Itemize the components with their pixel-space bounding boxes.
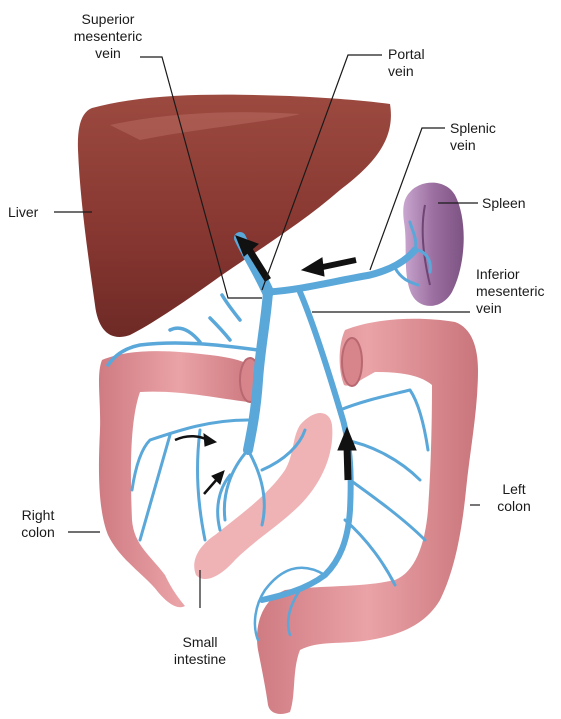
splenic-flow-arrowhead [302, 258, 324, 276]
label-portal-vein: Portal vein [388, 46, 448, 80]
splenic-vein [268, 250, 415, 292]
inferior-flow-arrowhead [338, 428, 356, 450]
label-spleen: Spleen [482, 195, 552, 212]
left-colon-shape [257, 319, 478, 714]
descending-colon-end [342, 338, 362, 386]
label-liver: Liver [8, 204, 58, 221]
spleen-shape [403, 183, 463, 306]
right-colon-shape [99, 351, 259, 607]
splenic-flow-arrow [318, 260, 356, 268]
label-superior-mesenteric-vein: Superior mesenteric vein [58, 11, 158, 62]
label-inferior-mesenteric-vein: Inferior mesenteric vein [476, 266, 556, 317]
label-right-colon: Right colon [10, 507, 66, 541]
label-small-intestine: Small intestine [160, 634, 240, 668]
colic-flow-arrow [175, 436, 208, 440]
label-splenic-vein: Splenic vein [450, 120, 520, 154]
inferior-flow-arrow [347, 446, 348, 480]
colic-flow-arrowhead [204, 434, 216, 446]
label-left-colon: Left colon [486, 481, 542, 515]
